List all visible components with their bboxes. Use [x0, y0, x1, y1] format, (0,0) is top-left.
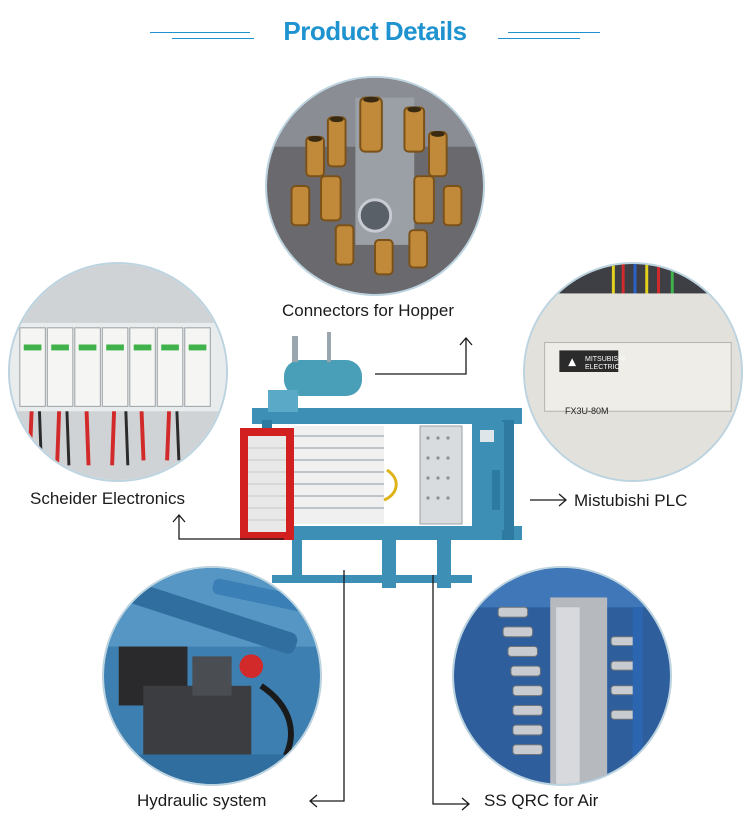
ss-qrc-air-photo [452, 566, 672, 786]
label-connectors-hopper: Connectors for Hopper [282, 301, 454, 320]
title-divider-left-bottom [172, 38, 254, 39]
plc-brand-line2: ELECTRIC [585, 364, 620, 371]
label-mitsubishi-plc: Mistubishi PLC [574, 491, 688, 510]
schneider-electronics-photo [8, 262, 228, 482]
plc-brand-line1: MITSUBISHI [585, 356, 626, 363]
page-title: Product Details [283, 16, 467, 46]
hydraulic-system-photo [102, 566, 322, 786]
label-hydraulic-system: Hydraulic system [137, 791, 267, 810]
label-ss-qrc-air: SS QRC for Air [484, 791, 599, 810]
title-divider-left-top [150, 32, 250, 33]
title-divider-right-top [508, 32, 600, 33]
plc-model-label: FX3U-80M [565, 406, 609, 416]
connectors-hopper-photo [265, 76, 485, 296]
label-schneider-electronics: Scheider Electronics [30, 489, 185, 508]
mitsubishi-plc-photo: MITSUBISHI ELECTRIC FX3U-80M [523, 262, 743, 482]
eps-machine-image [232, 330, 532, 592]
title-divider-right-bottom [498, 38, 580, 39]
